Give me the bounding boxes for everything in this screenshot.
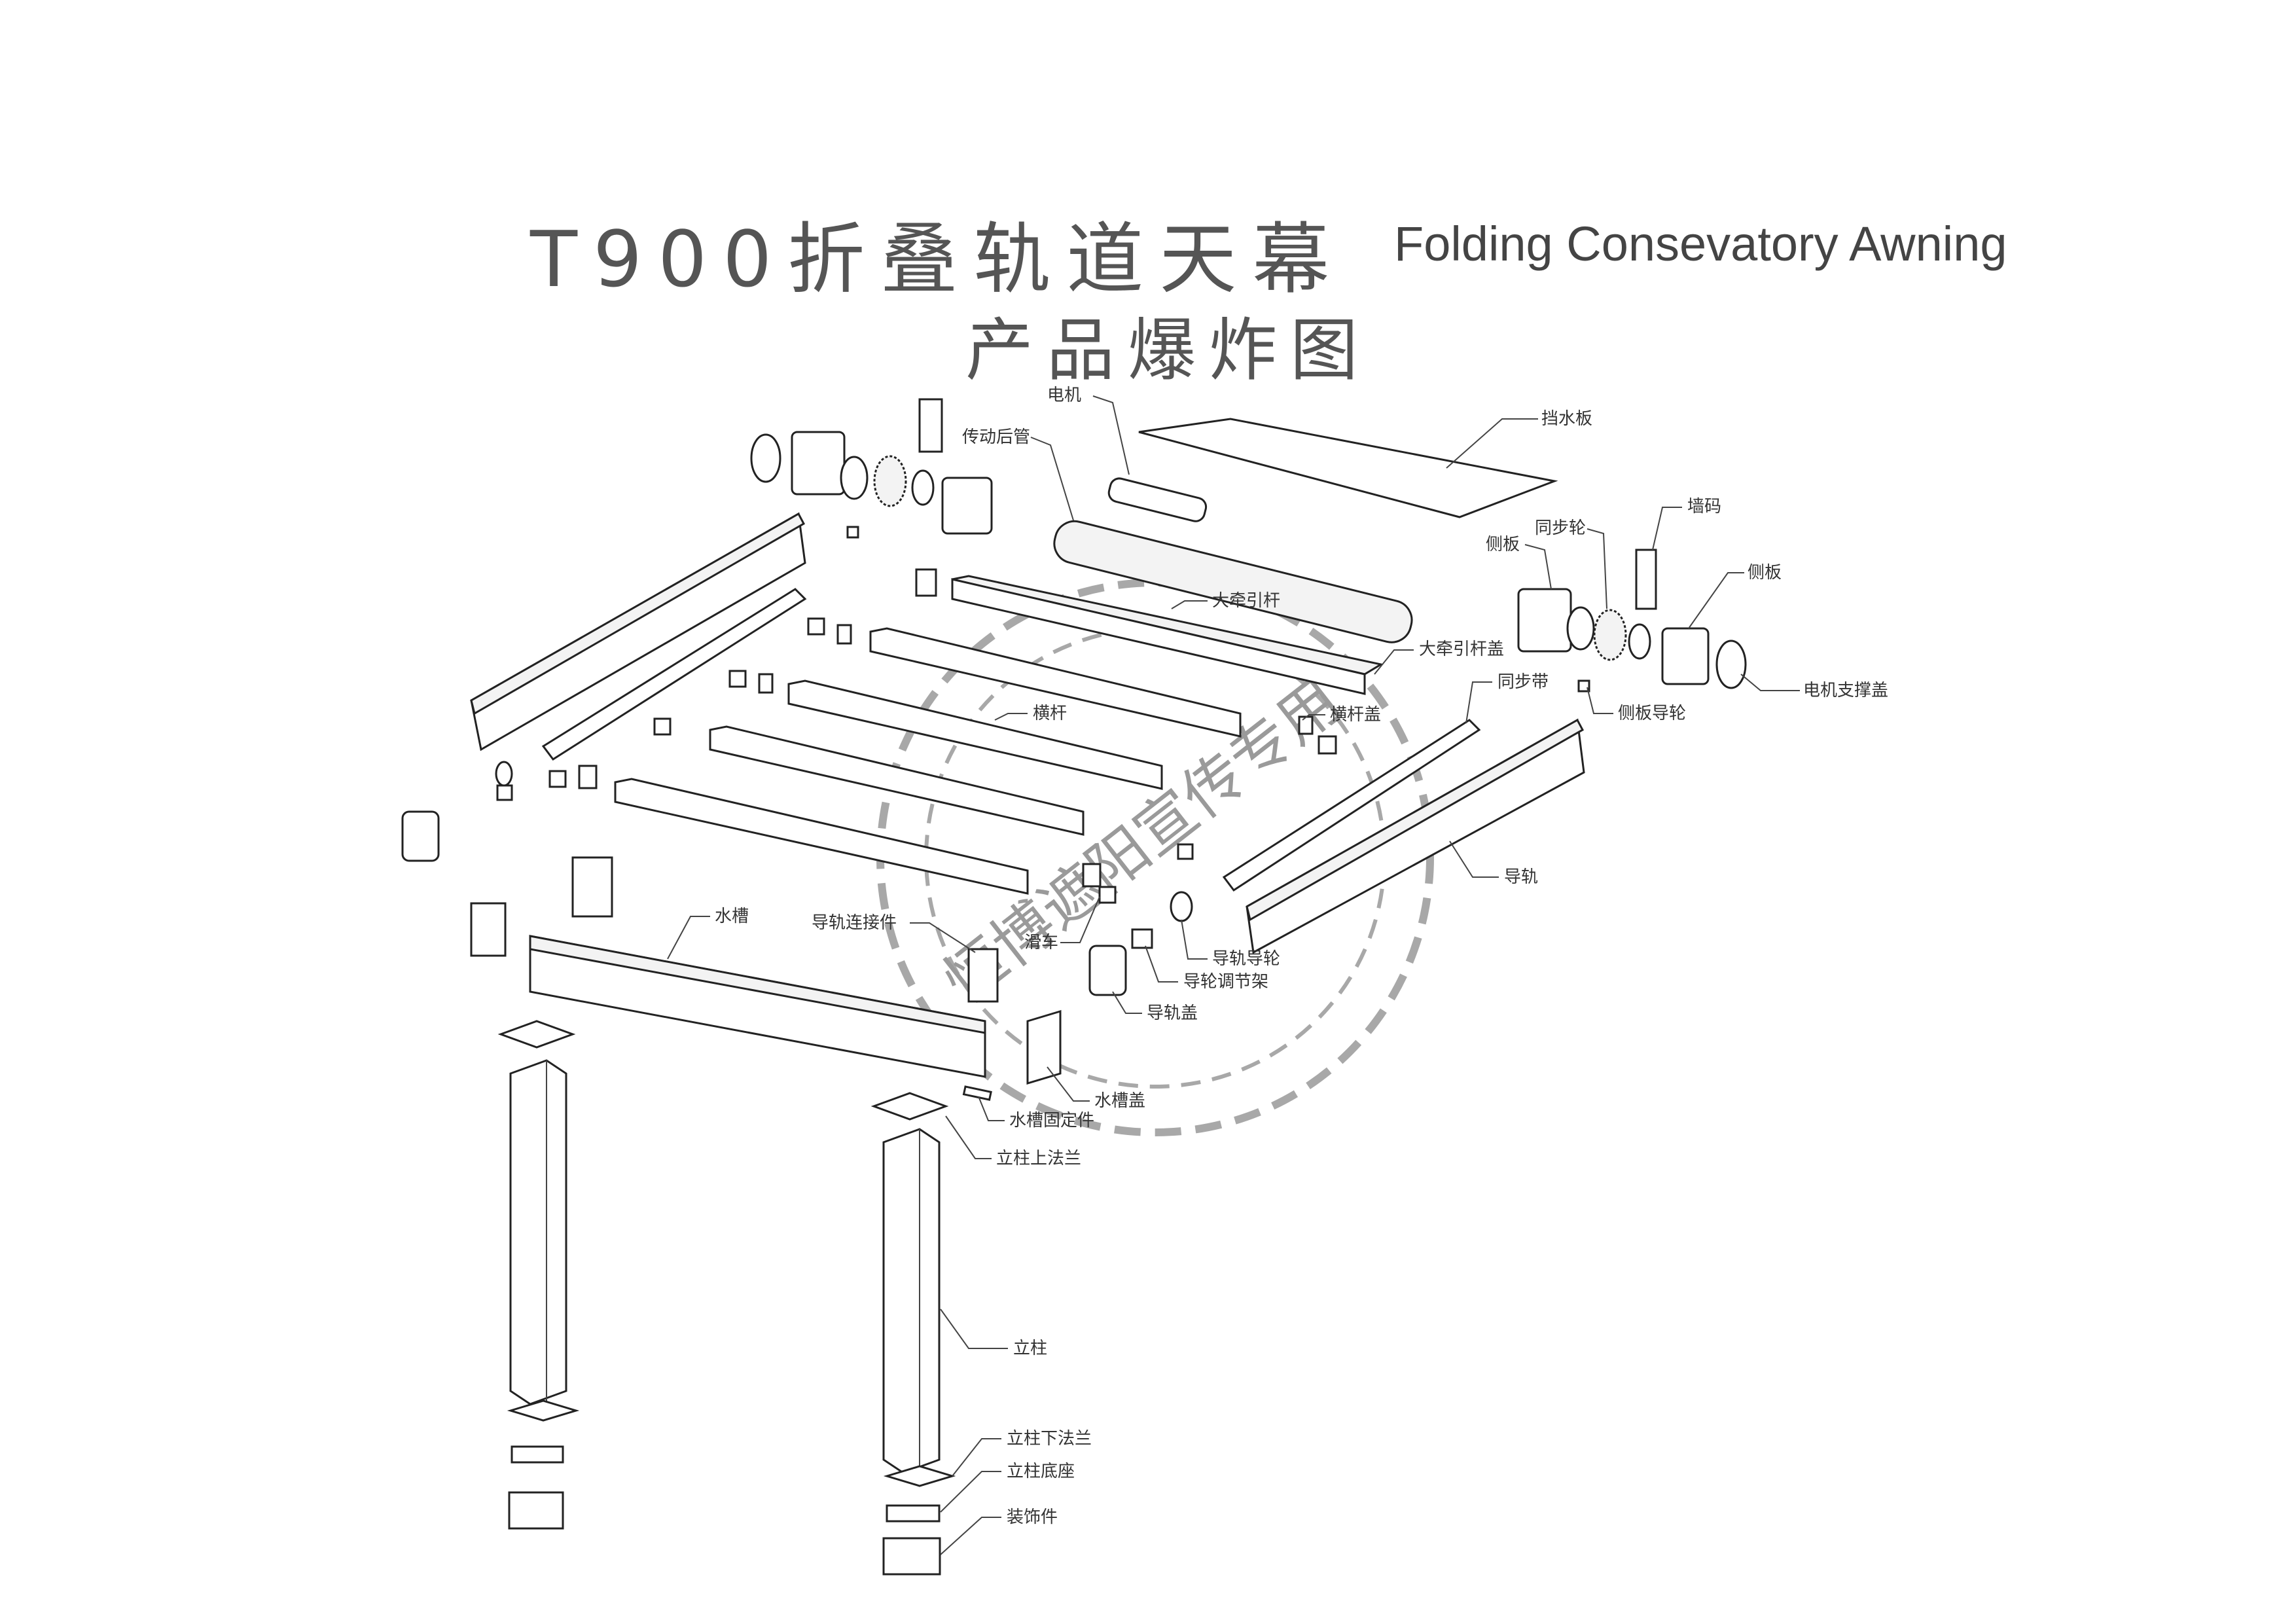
- motor-support-cap: [1715, 640, 1747, 689]
- right-rail-top: [1246, 718, 1585, 922]
- label-rail-wheel: 导轨导轮: [1212, 949, 1280, 969]
- left-sync-belt: [541, 588, 807, 761]
- side-guide-wheel: [1577, 679, 1590, 693]
- wall-bracket: [1635, 549, 1657, 610]
- crossbar-2: [787, 679, 1163, 790]
- label-crossbar-cap: 横杆盖: [1330, 705, 1381, 725]
- left-bracket: [571, 856, 613, 918]
- label-motor-cap: 电机支撑盖: [1803, 681, 1888, 700]
- label-motor: 电机: [1047, 386, 1081, 405]
- main-traction-bar-body: [951, 578, 1366, 695]
- right-post-assembly: [870, 1092, 956, 1576]
- label-sync-wheel: 同步轮: [1535, 518, 1586, 538]
- label-gutter-cap: 水槽盖: [1094, 1091, 1145, 1111]
- labels: 电机 传动后管 挡水板 墙码 侧板 同步轮 侧板 大牵引杆 大牵引杆盖 电机支撑…: [715, 386, 1888, 1527]
- label-water-board: 挡水板: [1541, 409, 1592, 429]
- left-side-plate: [791, 431, 846, 496]
- label-main-bar: 大牵引杆: [1212, 591, 1280, 611]
- right-side-plate-l: [1517, 588, 1572, 653]
- rear-tube: [1053, 520, 1413, 643]
- ring-right: [1566, 606, 1595, 651]
- rail-wheel-part: [1170, 891, 1193, 922]
- left-post-bottom-flange: [507, 1399, 580, 1422]
- left-post: [509, 1059, 567, 1405]
- label-decoration: 装饰件: [1007, 1507, 1058, 1527]
- gutter-top: [529, 935, 986, 1034]
- ring-left: [840, 456, 869, 500]
- rail-connector: [967, 948, 999, 1003]
- right-decoration: [882, 1537, 941, 1576]
- left-rails: [470, 512, 807, 761]
- gutter-fix: [962, 1085, 992, 1101]
- left-plate: [470, 902, 507, 957]
- end-disc-left: [750, 433, 781, 483]
- label-rail-cap: 导轨盖: [1147, 1003, 1198, 1023]
- label-wall-code: 墙码: [1687, 497, 1721, 516]
- left-rail-top: [470, 512, 806, 715]
- gear-left: [873, 455, 907, 507]
- label-rail-connector: 导轨连接件: [812, 913, 897, 933]
- label-post: 立柱: [1013, 1339, 1047, 1358]
- title-sub: 产品爆炸图: [965, 310, 1372, 390]
- water-board: [1138, 418, 1558, 518]
- label-crossbar: 横杆: [1033, 704, 1067, 723]
- label-rear-tube: 传动后管: [962, 427, 1030, 447]
- right-rails: [1222, 718, 1585, 954]
- left-decoration: [508, 1491, 564, 1530]
- label-post-base: 立柱底座: [1007, 1462, 1075, 1481]
- rail-cap-part: [1088, 945, 1127, 996]
- label-main-bar-cap: 大牵引杆盖: [1419, 640, 1504, 659]
- crossbar-1: [869, 627, 1242, 738]
- left-post-assembly: [497, 1020, 580, 1530]
- left-post-base: [511, 1445, 564, 1464]
- crossbar-3: [709, 725, 1085, 836]
- leader-lines: [667, 395, 1800, 1555]
- back-assembly: [750, 398, 1747, 693]
- right-post-base: [886, 1504, 941, 1523]
- gutter-cap: [1026, 1009, 1062, 1085]
- bracket-left: [918, 398, 943, 453]
- right-post-top-flange: [870, 1092, 949, 1121]
- small-hardware: [495, 568, 1337, 996]
- right-sync-belt: [1222, 719, 1481, 892]
- right-side-plate-r: [1661, 627, 1710, 685]
- label-trolley: 滑车: [1024, 933, 1058, 952]
- label-rail: 导轨: [1504, 867, 1538, 887]
- crossbar-4: [614, 778, 1029, 895]
- label-side-guide-wheel: 侧板导轮: [1618, 704, 1686, 723]
- label-post-bottom-flange: 立柱下法兰: [1007, 1429, 1092, 1449]
- gutter-assembly: [401, 810, 1062, 1101]
- left-post-top-flange: [497, 1020, 576, 1049]
- right-post: [882, 1128, 941, 1474]
- label-gutter-fix: 水槽固定件: [1009, 1111, 1094, 1130]
- ring-left-2: [911, 469, 935, 506]
- label-gutter: 水槽: [715, 907, 749, 926]
- label-wheel-bracket: 导轮调节架: [1183, 972, 1268, 992]
- wheel-bracket-part: [1131, 928, 1153, 949]
- ring-right-2: [1628, 623, 1651, 660]
- bars: [614, 575, 1384, 895]
- label-sync-belt: 同步带: [1498, 672, 1549, 692]
- left-side-plate-2: [941, 477, 993, 535]
- motor: [1107, 477, 1208, 522]
- small-bolt: [846, 526, 859, 539]
- label-post-top-flange: 立柱上法兰: [996, 1149, 1081, 1168]
- gear-right: [1593, 609, 1627, 661]
- label-side-plate-right: 侧板: [1748, 563, 1782, 583]
- left-end-cap: [401, 810, 440, 862]
- label-side-plate-left: 侧板: [1486, 535, 1520, 554]
- title-cn: T900折叠轨道天幕: [530, 214, 1346, 304]
- title-en: Folding Consevatory Awning: [1394, 217, 2007, 271]
